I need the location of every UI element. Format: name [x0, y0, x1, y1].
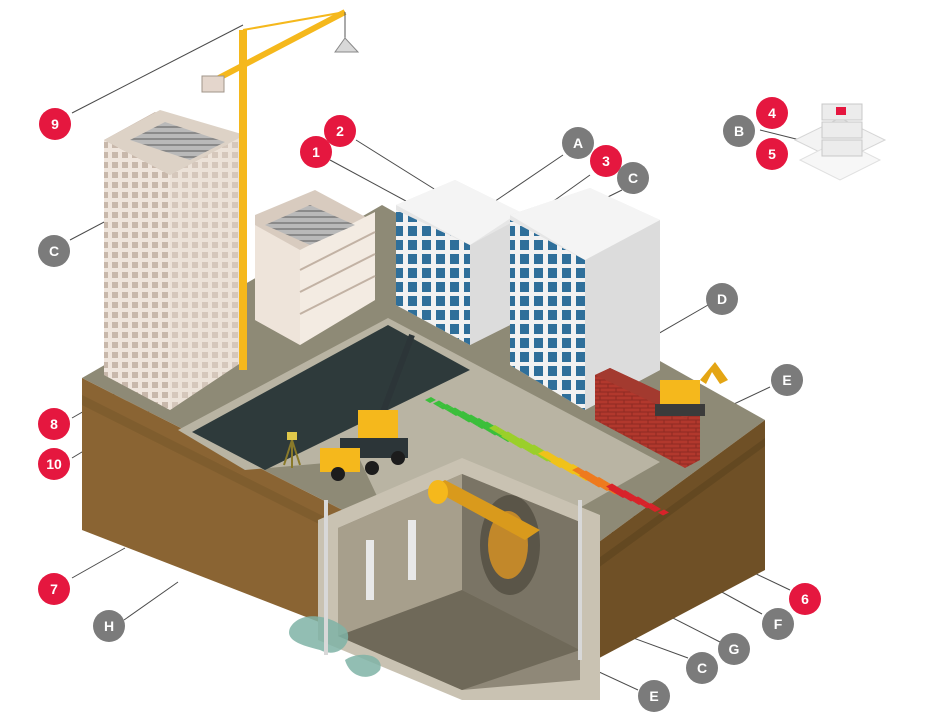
marker-1[interactable]: 1 — [300, 136, 332, 168]
marker-E-lower[interactable]: E — [638, 680, 670, 712]
settlement-sensor-grid — [425, 397, 669, 516]
survey-tripod — [283, 432, 301, 468]
marker-4[interactable]: 4 — [756, 97, 788, 129]
sensor-cell — [611, 486, 622, 493]
sensor-cell — [473, 418, 484, 424]
sensor-cell — [606, 483, 617, 490]
office-building-right — [510, 188, 660, 410]
sensor-cell — [465, 414, 476, 421]
sensor-cell — [593, 477, 604, 483]
sensor-cell — [567, 464, 578, 470]
marker-6[interactable]: 6 — [789, 583, 821, 615]
sensor-cell — [546, 454, 557, 460]
sensor-cell — [541, 451, 552, 457]
sensor-cell — [425, 397, 436, 403]
sensor-cell — [489, 425, 500, 431]
office-building-left — [396, 180, 520, 345]
sensor-cell — [528, 444, 539, 451]
sensor-cell — [585, 473, 596, 480]
marker-C-upper[interactable]: C — [617, 162, 649, 194]
sensor-cell — [554, 457, 565, 464]
sensor-cell — [632, 496, 643, 503]
sensor-cell — [449, 407, 460, 414]
marker-9[interactable]: 9 — [39, 108, 71, 140]
sensor-cell — [502, 431, 513, 438]
sensor-cell — [645, 503, 656, 509]
tunnel-boring-machine — [428, 480, 540, 540]
marker-E-right[interactable]: E — [771, 364, 803, 396]
marker-G[interactable]: G — [718, 633, 750, 665]
marker-B[interactable]: B — [723, 115, 755, 147]
excavator — [655, 362, 728, 416]
marker-10[interactable]: 10 — [38, 448, 70, 480]
marker-2[interactable]: 2 — [324, 115, 356, 147]
mid-building — [255, 190, 376, 345]
marker-H[interactable]: H — [93, 610, 125, 642]
groundwater — [289, 616, 381, 677]
marker-D[interactable]: D — [706, 283, 738, 315]
marker-F[interactable]: F — [762, 608, 794, 640]
sensor-cell — [457, 411, 468, 417]
marker-5[interactable]: 5 — [756, 138, 788, 170]
sensor-cell — [481, 421, 492, 428]
marker-C-left[interactable]: C — [38, 235, 70, 267]
sensor-cell — [515, 438, 526, 444]
sensor-cell — [658, 509, 669, 516]
inclinometer-pipes — [324, 500, 582, 660]
marker-3[interactable]: 3 — [590, 145, 622, 177]
sensor-cell — [637, 499, 648, 506]
sensor-cell — [433, 400, 444, 407]
sensor-cell — [650, 506, 661, 512]
sensor-cell — [619, 490, 630, 496]
marker-C-lower[interactable]: C — [686, 652, 718, 684]
sensor-cell — [533, 447, 544, 454]
tower-crane — [201, 9, 360, 370]
marker-A[interactable]: A — [562, 127, 594, 159]
sensor-cell — [520, 441, 531, 447]
sensor-cell — [441, 404, 452, 410]
sensor-cell — [507, 434, 518, 441]
sensor-cell — [559, 460, 570, 467]
tall-building — [104, 110, 245, 410]
sensor-cell — [572, 467, 583, 473]
marker-8[interactable]: 8 — [38, 408, 70, 440]
data-platform-icon — [793, 103, 887, 181]
marker-7[interactable]: 7 — [38, 573, 70, 605]
sensor-cell — [598, 480, 609, 486]
sensor-cell — [580, 470, 591, 477]
sensor-cell — [624, 493, 635, 499]
mobile-crane — [320, 333, 415, 481]
sensor-cell — [494, 428, 505, 434]
